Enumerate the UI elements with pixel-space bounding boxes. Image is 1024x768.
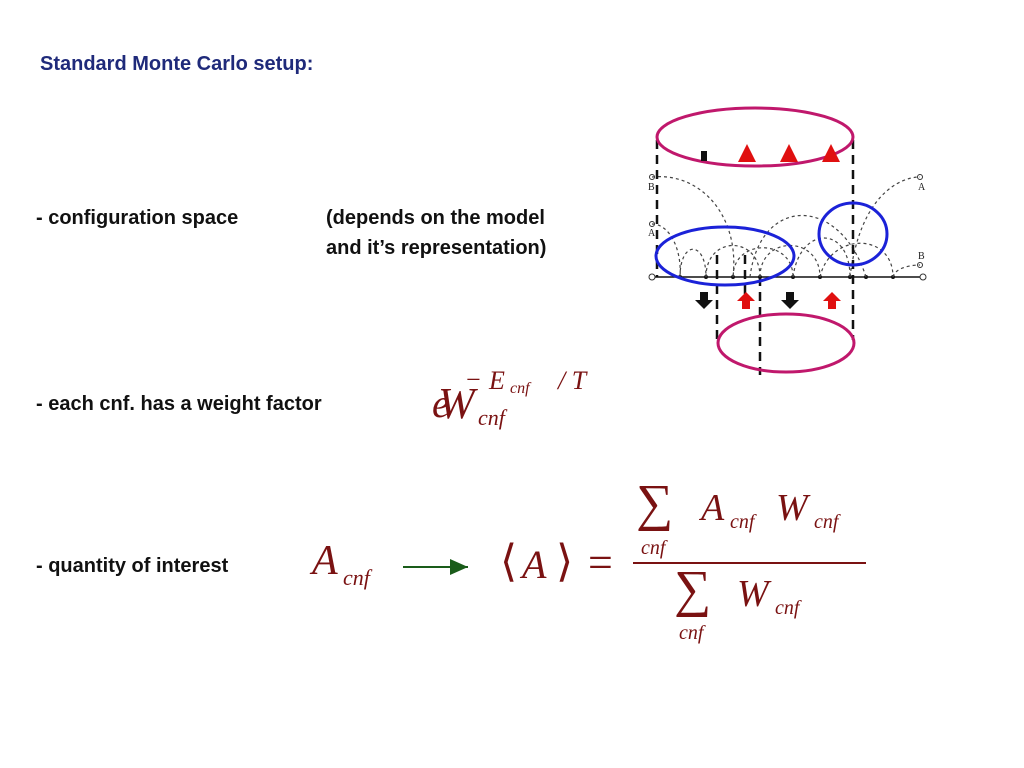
- top-black-marker: [701, 151, 707, 161]
- note-line-2: and it’s representation): [326, 237, 547, 259]
- bottom-magenta-ellipse: [716, 312, 856, 374]
- left-blue-ellipse: [654, 225, 796, 287]
- label-a-right: A: [918, 182, 926, 193]
- down-black-arrow-2: [781, 292, 799, 309]
- baseline-end-left: [648, 273, 656, 281]
- quantity-A-subscript: cnf: [343, 565, 370, 590]
- bullet-quantity-of-interest: - quantity of interest: [36, 555, 229, 577]
- weight-W: W: [438, 379, 475, 428]
- right-blue-circle: [817, 201, 889, 267]
- weight-exp-E-subscript: cnf: [510, 380, 530, 397]
- up-red-arrow-2: [823, 292, 841, 309]
- denominator-W: W: [737, 573, 769, 615]
- note-line-1: (depends on the model: [326, 207, 545, 229]
- baseline-end-right: [919, 273, 927, 281]
- label-b-right: B: [918, 251, 925, 262]
- slide-title: Standard Monte Carlo setup:: [40, 53, 314, 75]
- top-magenta-ellipse: [655, 106, 855, 168]
- weight-exp-minus: −: [466, 365, 481, 394]
- vertical-dashed-lines: [655, 140, 855, 375]
- dashed-arcs: [651, 176, 921, 278]
- numerator-A: A: [701, 487, 725, 529]
- quantity-A: A: [312, 538, 338, 584]
- bullet-configuration-space: - configuration space: [36, 207, 239, 229]
- down-black-arrow-1: [695, 292, 713, 309]
- equals-sign: =: [588, 538, 613, 587]
- label-b-left: B: [648, 182, 655, 193]
- numerator-W-subscript: cnf: [814, 511, 839, 533]
- denominator-sum-symbol: ∑: [674, 561, 712, 618]
- numerator-A-subscript: cnf: [730, 511, 755, 533]
- diagram-endpoints: [649, 174, 923, 268]
- avg-close-bracket: ⟩: [556, 537, 574, 586]
- denominator-W-subscript: cnf: [775, 597, 800, 619]
- numerator-sum-symbol: ∑: [636, 475, 674, 532]
- numerator-W: W: [776, 487, 808, 529]
- avg-open-bracket: ⟨: [500, 537, 518, 586]
- weight-exp-div-T: / T: [558, 366, 587, 395]
- weight-e: e: [432, 381, 450, 426]
- avg-A: A: [522, 542, 547, 587]
- denominator-sum-subscript: cnf: [679, 622, 704, 644]
- weight-exp-E: E: [489, 366, 505, 395]
- up-red-arrow-1: [737, 292, 755, 309]
- weight-W-subscript: cnf: [478, 405, 505, 430]
- bullet-weight-factor: - each cnf. has a weight factor: [36, 393, 322, 415]
- label-a-left: A: [648, 228, 656, 239]
- numerator-sum-subscript: cnf: [641, 537, 666, 559]
